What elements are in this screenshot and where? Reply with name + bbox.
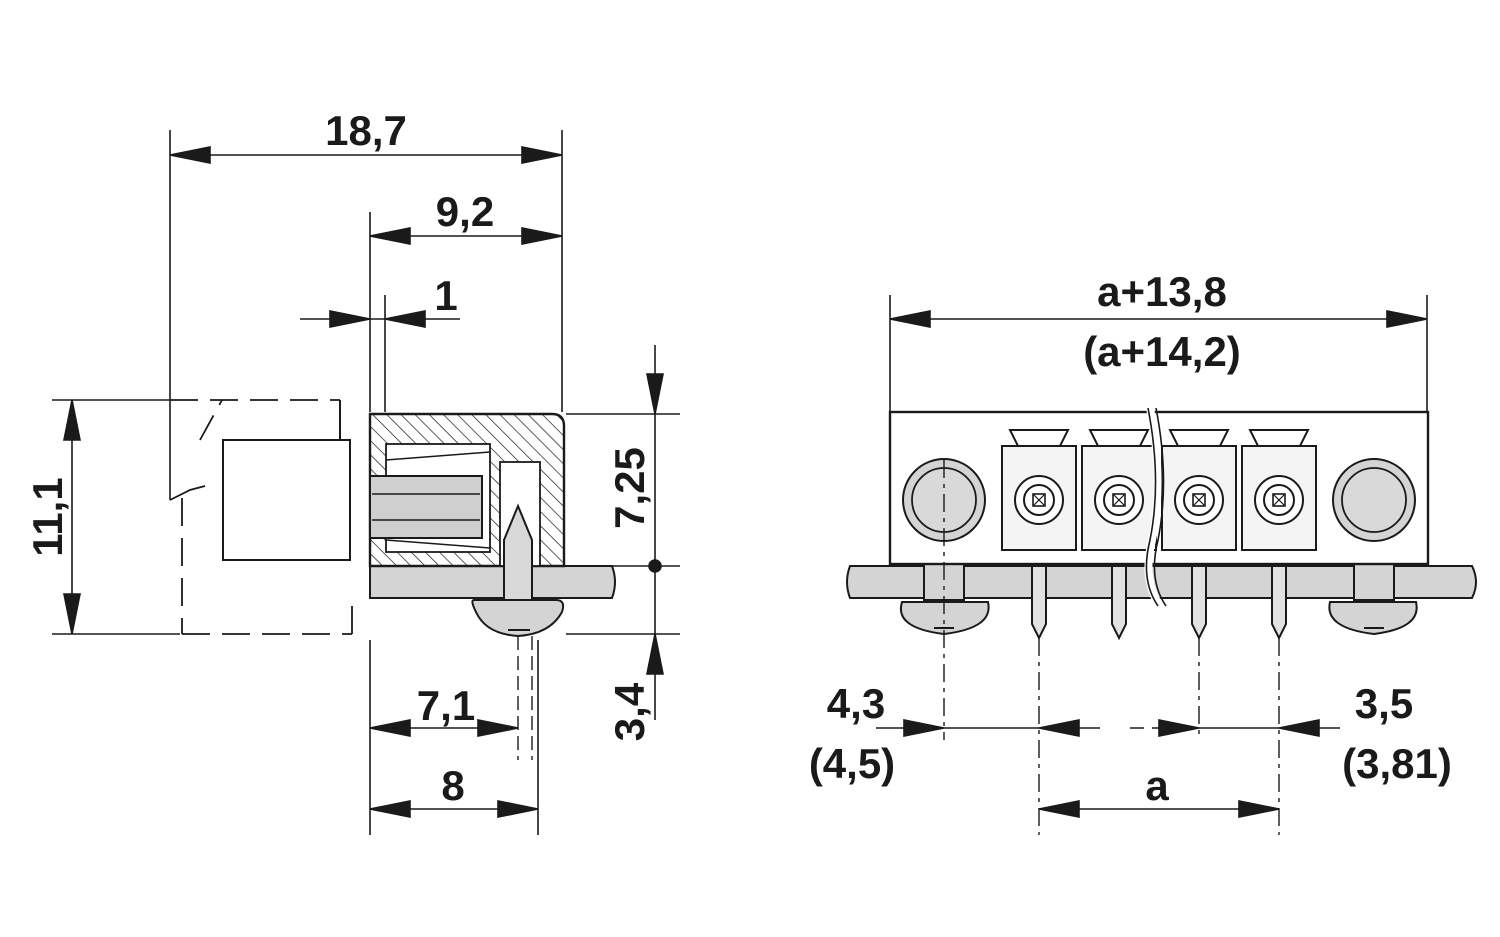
dim-flange-distance: 8 — [441, 762, 464, 809]
dim-right-offset: 3,5 — [1355, 680, 1413, 727]
terminal-position-2 — [1081, 429, 1157, 551]
flange-hole-right — [1332, 458, 1416, 542]
socket-tube — [369, 475, 483, 539]
side-view: 18,7 9,2 1 11,1 7,25 3,4 7,1 8 — [24, 107, 680, 835]
pin-centerline — [517, 636, 533, 760]
dim-height-above-board: 7,25 — [606, 447, 653, 529]
dim-pin-position: 7,1 — [417, 682, 475, 729]
circuit-board-side — [369, 565, 616, 599]
dim-pitch-span: a — [1145, 762, 1169, 809]
dim-left-offset: 4,3 — [827, 680, 885, 727]
dimension-lines-front — [876, 310, 1428, 818]
dim-overall-height: 11,1 — [24, 477, 71, 556]
dim-pin-length: 3,4 — [606, 682, 653, 741]
dim-left-offset-alt: (4,5) — [809, 740, 895, 787]
solder-pins — [1031, 565, 1287, 641]
dim-overall-width-alt: (a+14,2) — [1083, 328, 1241, 375]
dim-offset: 1 — [434, 272, 457, 319]
mating-plug-outline — [170, 399, 353, 635]
circuit-board-front — [846, 565, 1477, 599]
flange-screw-side — [471, 599, 565, 638]
break-line — [1144, 407, 1164, 609]
centerlines-front — [943, 460, 1280, 835]
dim-housing-depth: 9,2 — [436, 188, 494, 235]
dim-overall-depth: 18,7 — [325, 107, 407, 154]
plug-body — [222, 439, 351, 561]
dimension-lines-side — [63, 146, 680, 818]
terminal-position-4 — [1241, 429, 1317, 551]
terminal-position-1 — [1001, 429, 1077, 551]
dim-overall-width: a+13,8 — [1097, 268, 1227, 315]
extension-lines-front — [889, 295, 1428, 412]
front-view: a+13,8 (a+14,2) 4,3 (4,5) 3,5 (3,81) a — [809, 268, 1477, 835]
terminal-position-3 — [1161, 429, 1237, 551]
dim-right-offset-alt: (3,81) — [1342, 740, 1452, 787]
extension-lines-side — [52, 130, 680, 835]
